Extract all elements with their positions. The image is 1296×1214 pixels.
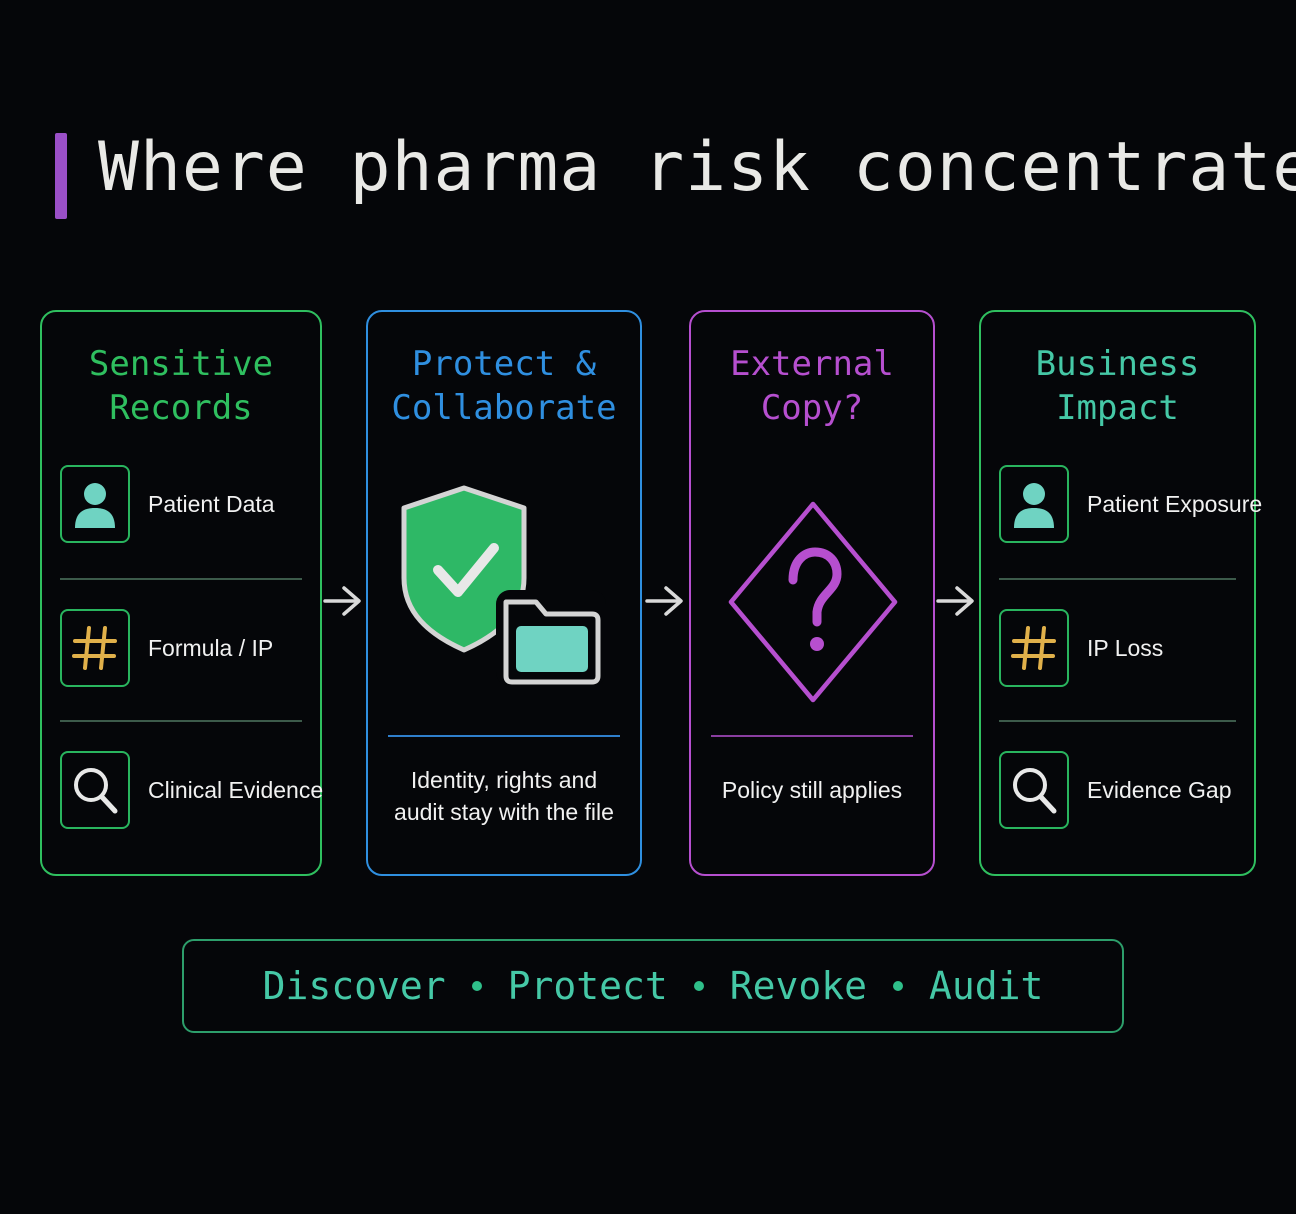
arrow-right-icon	[936, 586, 974, 616]
card-external-copy: External Copy? Policy still applies	[689, 310, 935, 876]
card-business-impact: Business Impact Patient Exposure IP Loss	[979, 310, 1262, 876]
list-item: IP Loss	[999, 606, 1238, 690]
card-title: Business Impact	[981, 342, 1254, 430]
arrow-right-icon	[323, 586, 361, 616]
hash-icon	[999, 609, 1069, 687]
hash-icon	[60, 609, 130, 687]
list-item-label: Patient Data	[148, 490, 275, 517]
caption-line2: audit stay with the file	[394, 799, 614, 825]
question-diamond-icon	[728, 501, 898, 703]
step-protect: Protect	[507, 964, 668, 1008]
arrow-right-icon	[645, 586, 683, 616]
card-title-line1: Business	[1035, 344, 1200, 384]
search-icon	[999, 751, 1069, 829]
card-title: Sensitive Records	[42, 342, 320, 430]
card-caption: Policy still applies	[721, 777, 903, 803]
divider	[388, 735, 620, 737]
list-item-label: Clinical Evidence	[148, 776, 324, 803]
list-item-label: Formula / IP	[148, 634, 274, 661]
card-title-line1: External	[730, 344, 894, 384]
card-sensitive-records: Sensitive Records Patient Data Formula /…	[40, 310, 323, 876]
card-title: Protect & Collaborate	[368, 342, 640, 430]
search-icon	[60, 751, 130, 829]
step-audit: Audit	[929, 964, 1044, 1008]
bullet-dot-icon	[471, 981, 482, 991]
card-caption: Identity, rights and audit stay with the…	[368, 764, 640, 828]
divider	[60, 578, 302, 580]
list-item: Patient Exposure	[999, 462, 1262, 546]
card-protect-collaborate: Protect & Collaborate Identity, rights a…	[366, 310, 642, 876]
card-title-line1: Sensitive	[88, 344, 274, 384]
card-title-line1: Protect &	[411, 344, 597, 384]
divider	[999, 578, 1236, 580]
caption-line1: Identity, rights and	[410, 767, 598, 793]
card-title: External Copy?	[691, 342, 933, 430]
list-item: Patient Data	[60, 462, 304, 546]
list-item: Evidence Gap	[999, 748, 1238, 832]
bullet-dot-icon	[693, 981, 704, 991]
card-title-line2: Collaborate	[391, 388, 617, 428]
bullet-dot-icon	[893, 981, 904, 991]
step-revoke: Revoke	[729, 964, 868, 1008]
card-title-line2: Records	[109, 388, 253, 428]
list-item-label: Evidence Gap	[1087, 776, 1232, 803]
list-item: Clinical Evidence	[60, 748, 323, 832]
card-title-line2: Copy?	[760, 388, 864, 428]
step-discover: Discover	[262, 964, 446, 1008]
list-item-label: Patient Exposure	[1087, 490, 1263, 517]
footer-steps-bar: Discover Protect Revoke Audit	[182, 939, 1124, 1033]
person-icon	[60, 465, 130, 543]
divider	[711, 735, 913, 737]
page-title: Where pharma risk concentrates	[98, 128, 1296, 207]
shield-check-folder-icon	[401, 485, 606, 686]
person-icon	[999, 465, 1069, 543]
list-item-label: IP Loss	[1087, 634, 1164, 661]
title-accent-bar	[55, 133, 67, 219]
list-item: Formula / IP	[60, 606, 304, 690]
divider	[60, 720, 302, 722]
divider	[999, 720, 1236, 722]
card-title-line2: Impact	[1056, 388, 1179, 428]
